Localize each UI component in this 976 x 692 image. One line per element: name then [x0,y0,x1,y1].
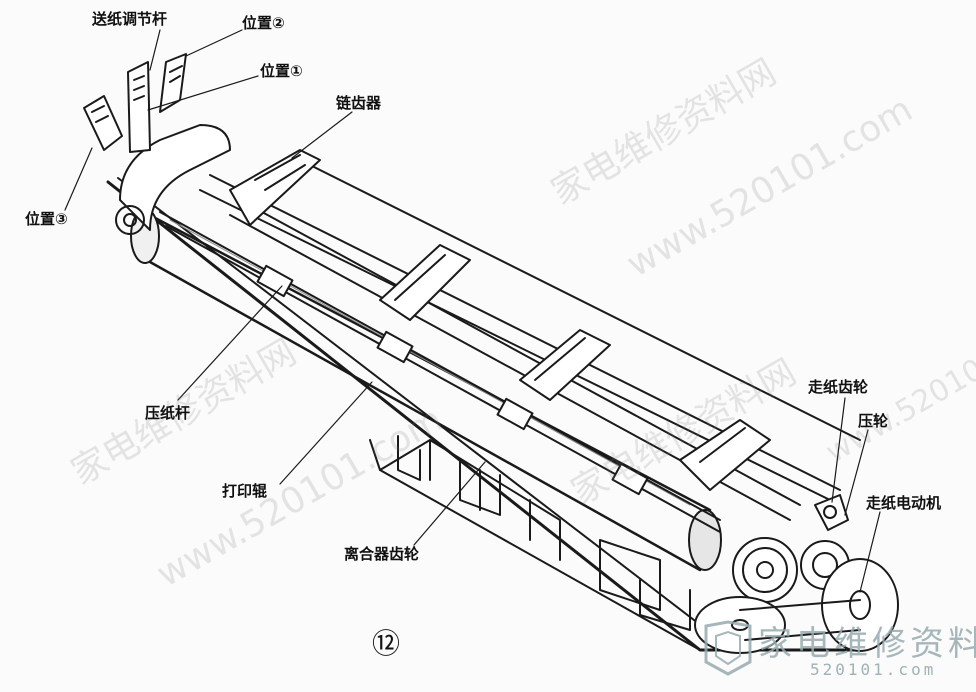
tractor-units [229,149,771,491]
platen-roller [130,208,722,572]
site-logo: 家电维修资料网 520101.com [700,612,976,686]
label-position-1: 位置① [260,62,303,80]
label-pressure-roller: 压轮 [858,412,889,430]
bail-bar [159,211,721,533]
label-platen: 打印辊 [222,482,268,500]
figure-number: ⑫ [372,627,401,660]
label-position-2: 位置② [242,14,285,32]
label-feed-motor: 走纸电动机 [866,494,942,512]
leader-lines [64,29,881,593]
label-sprocket: 链齿器 [336,94,382,112]
label-clutch-gear: 离合器齿轮 [344,545,420,563]
drive-assembly [694,494,899,654]
logo-text: 家电维修资料网 [758,624,976,664]
logo-url: 520101.com [810,660,937,679]
label-feed-gear: 走纸齿轮 [808,378,869,396]
label-bail-bar: 压纸杆 [145,404,191,422]
label-feed-lever: 送纸调节杆 [92,10,168,28]
logo-mark-icon [704,620,752,676]
feed-lever-positions [83,53,187,153]
label-position-3: 位置③ [25,210,68,228]
